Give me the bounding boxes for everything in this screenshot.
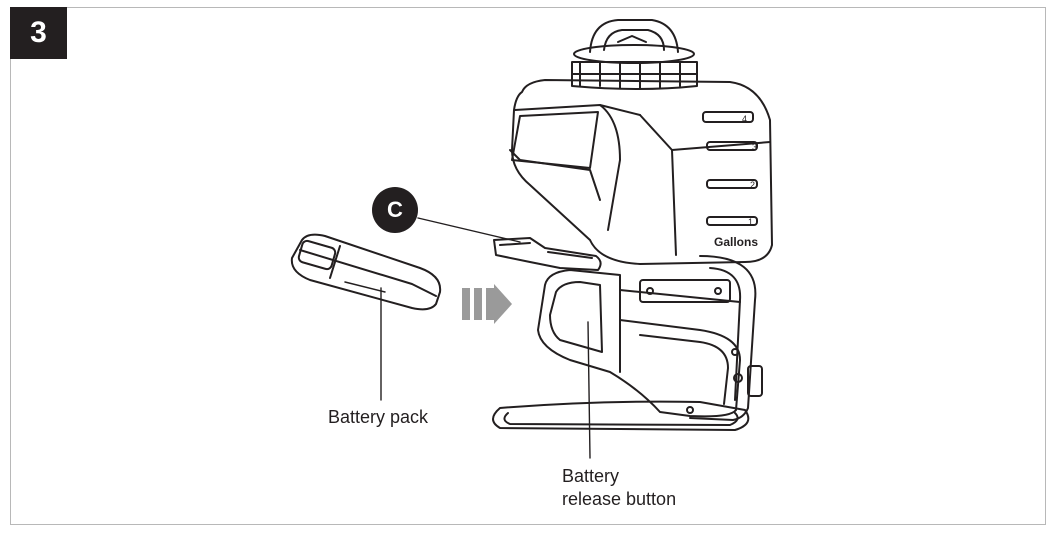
tank-body [509, 79, 773, 265]
tank-level-3: 3 [752, 142, 757, 152]
release-button-leader [587, 321, 591, 459]
tank-cap [571, 19, 698, 90]
battery-pack-label: Battery pack [328, 407, 429, 427]
callout-c-leader [417, 217, 521, 243]
insert-direction-arrow [462, 284, 512, 324]
release-button-label-line2: release button [562, 489, 677, 509]
callout-c: C [372, 187, 418, 233]
hose-connector [493, 237, 602, 271]
handle-frame [689, 255, 763, 421]
battery-pack [290, 233, 442, 311]
figure-frame [10, 7, 1046, 525]
tank-level-4: 4 [742, 114, 747, 124]
pump-housing [537, 269, 741, 418]
tank-gallons-marking: Gallons [714, 235, 758, 249]
tank-level-2: 2 [750, 180, 755, 190]
tank-level-1: 1 [748, 217, 753, 227]
step-number-badge: 3 [10, 7, 67, 59]
release-button-label-line1: Battery [562, 466, 620, 486]
leader-lines [380, 217, 591, 459]
